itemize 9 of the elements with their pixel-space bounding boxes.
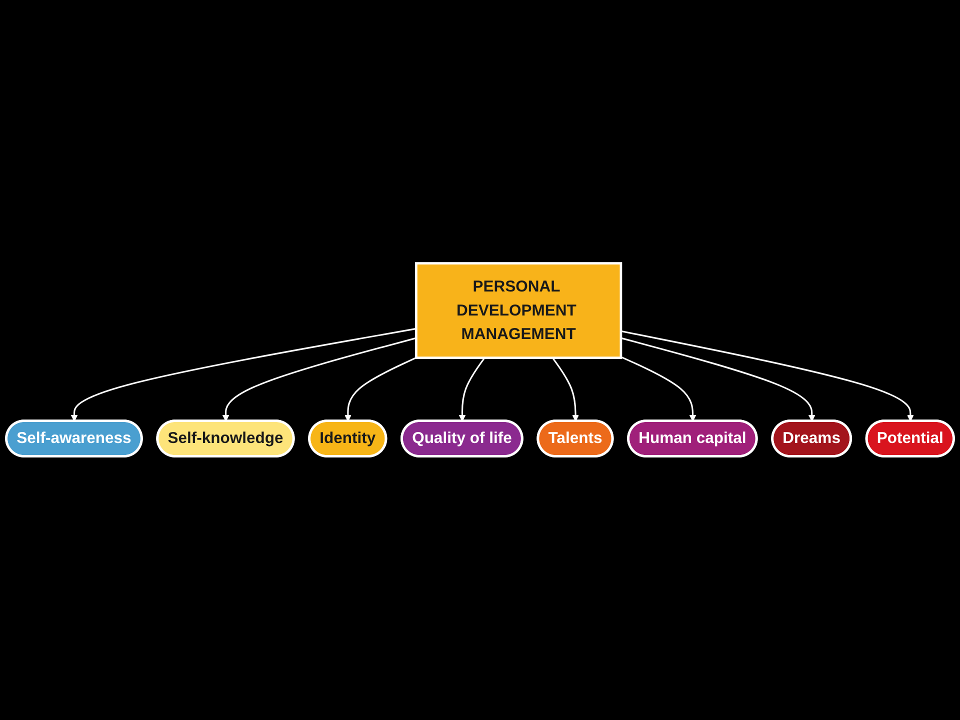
arrow (552, 358, 579, 422)
arrow (620, 330, 914, 422)
arrow (458, 358, 486, 422)
arrow (70, 328, 416, 422)
arrow (222, 338, 416, 422)
arrow (620, 338, 816, 422)
arrow (344, 357, 417, 422)
arrow (620, 356, 696, 422)
node-box: PERSONAL DEVELOPMENT MANAGEMENT (415, 262, 622, 360)
